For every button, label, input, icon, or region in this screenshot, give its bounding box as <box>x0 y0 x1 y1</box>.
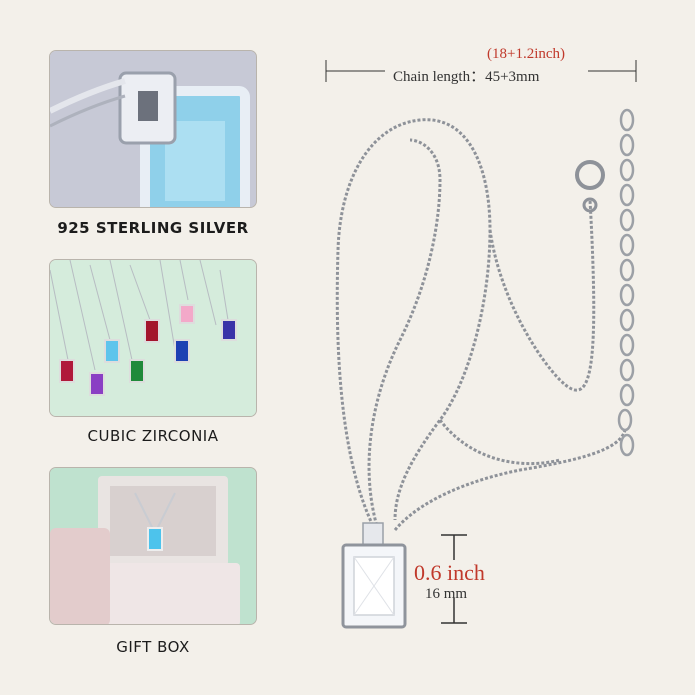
cubic-zirconia-photo <box>49 259 257 417</box>
spring-clasp <box>575 160 605 213</box>
chain-length-label: Chain length：45+3mm <box>393 69 540 85</box>
pendant <box>341 522 407 629</box>
box-chain <box>335 118 627 531</box>
panel-caption-silver: 925 STERLING SILVER <box>57 219 249 237</box>
extender-chain <box>617 108 635 457</box>
silver-closeup-illustration <box>50 51 256 207</box>
panel-caption-gift-box: GIFT BOX <box>116 638 190 656</box>
gift-box-photo <box>49 467 257 625</box>
pendant-height-mm-label: 16 mm <box>425 586 468 602</box>
gift-box-illustration <box>50 468 256 624</box>
pendant-height-inch-label: 0.6 inch <box>414 560 485 585</box>
chain-length-inches-label: (18+1.2inch) <box>487 46 566 62</box>
panel-caption-zirconia: CUBIC ZIRCONIA <box>87 427 219 445</box>
zirconia-colors-illustration <box>50 260 256 416</box>
sterling-silver-photo <box>49 50 257 208</box>
